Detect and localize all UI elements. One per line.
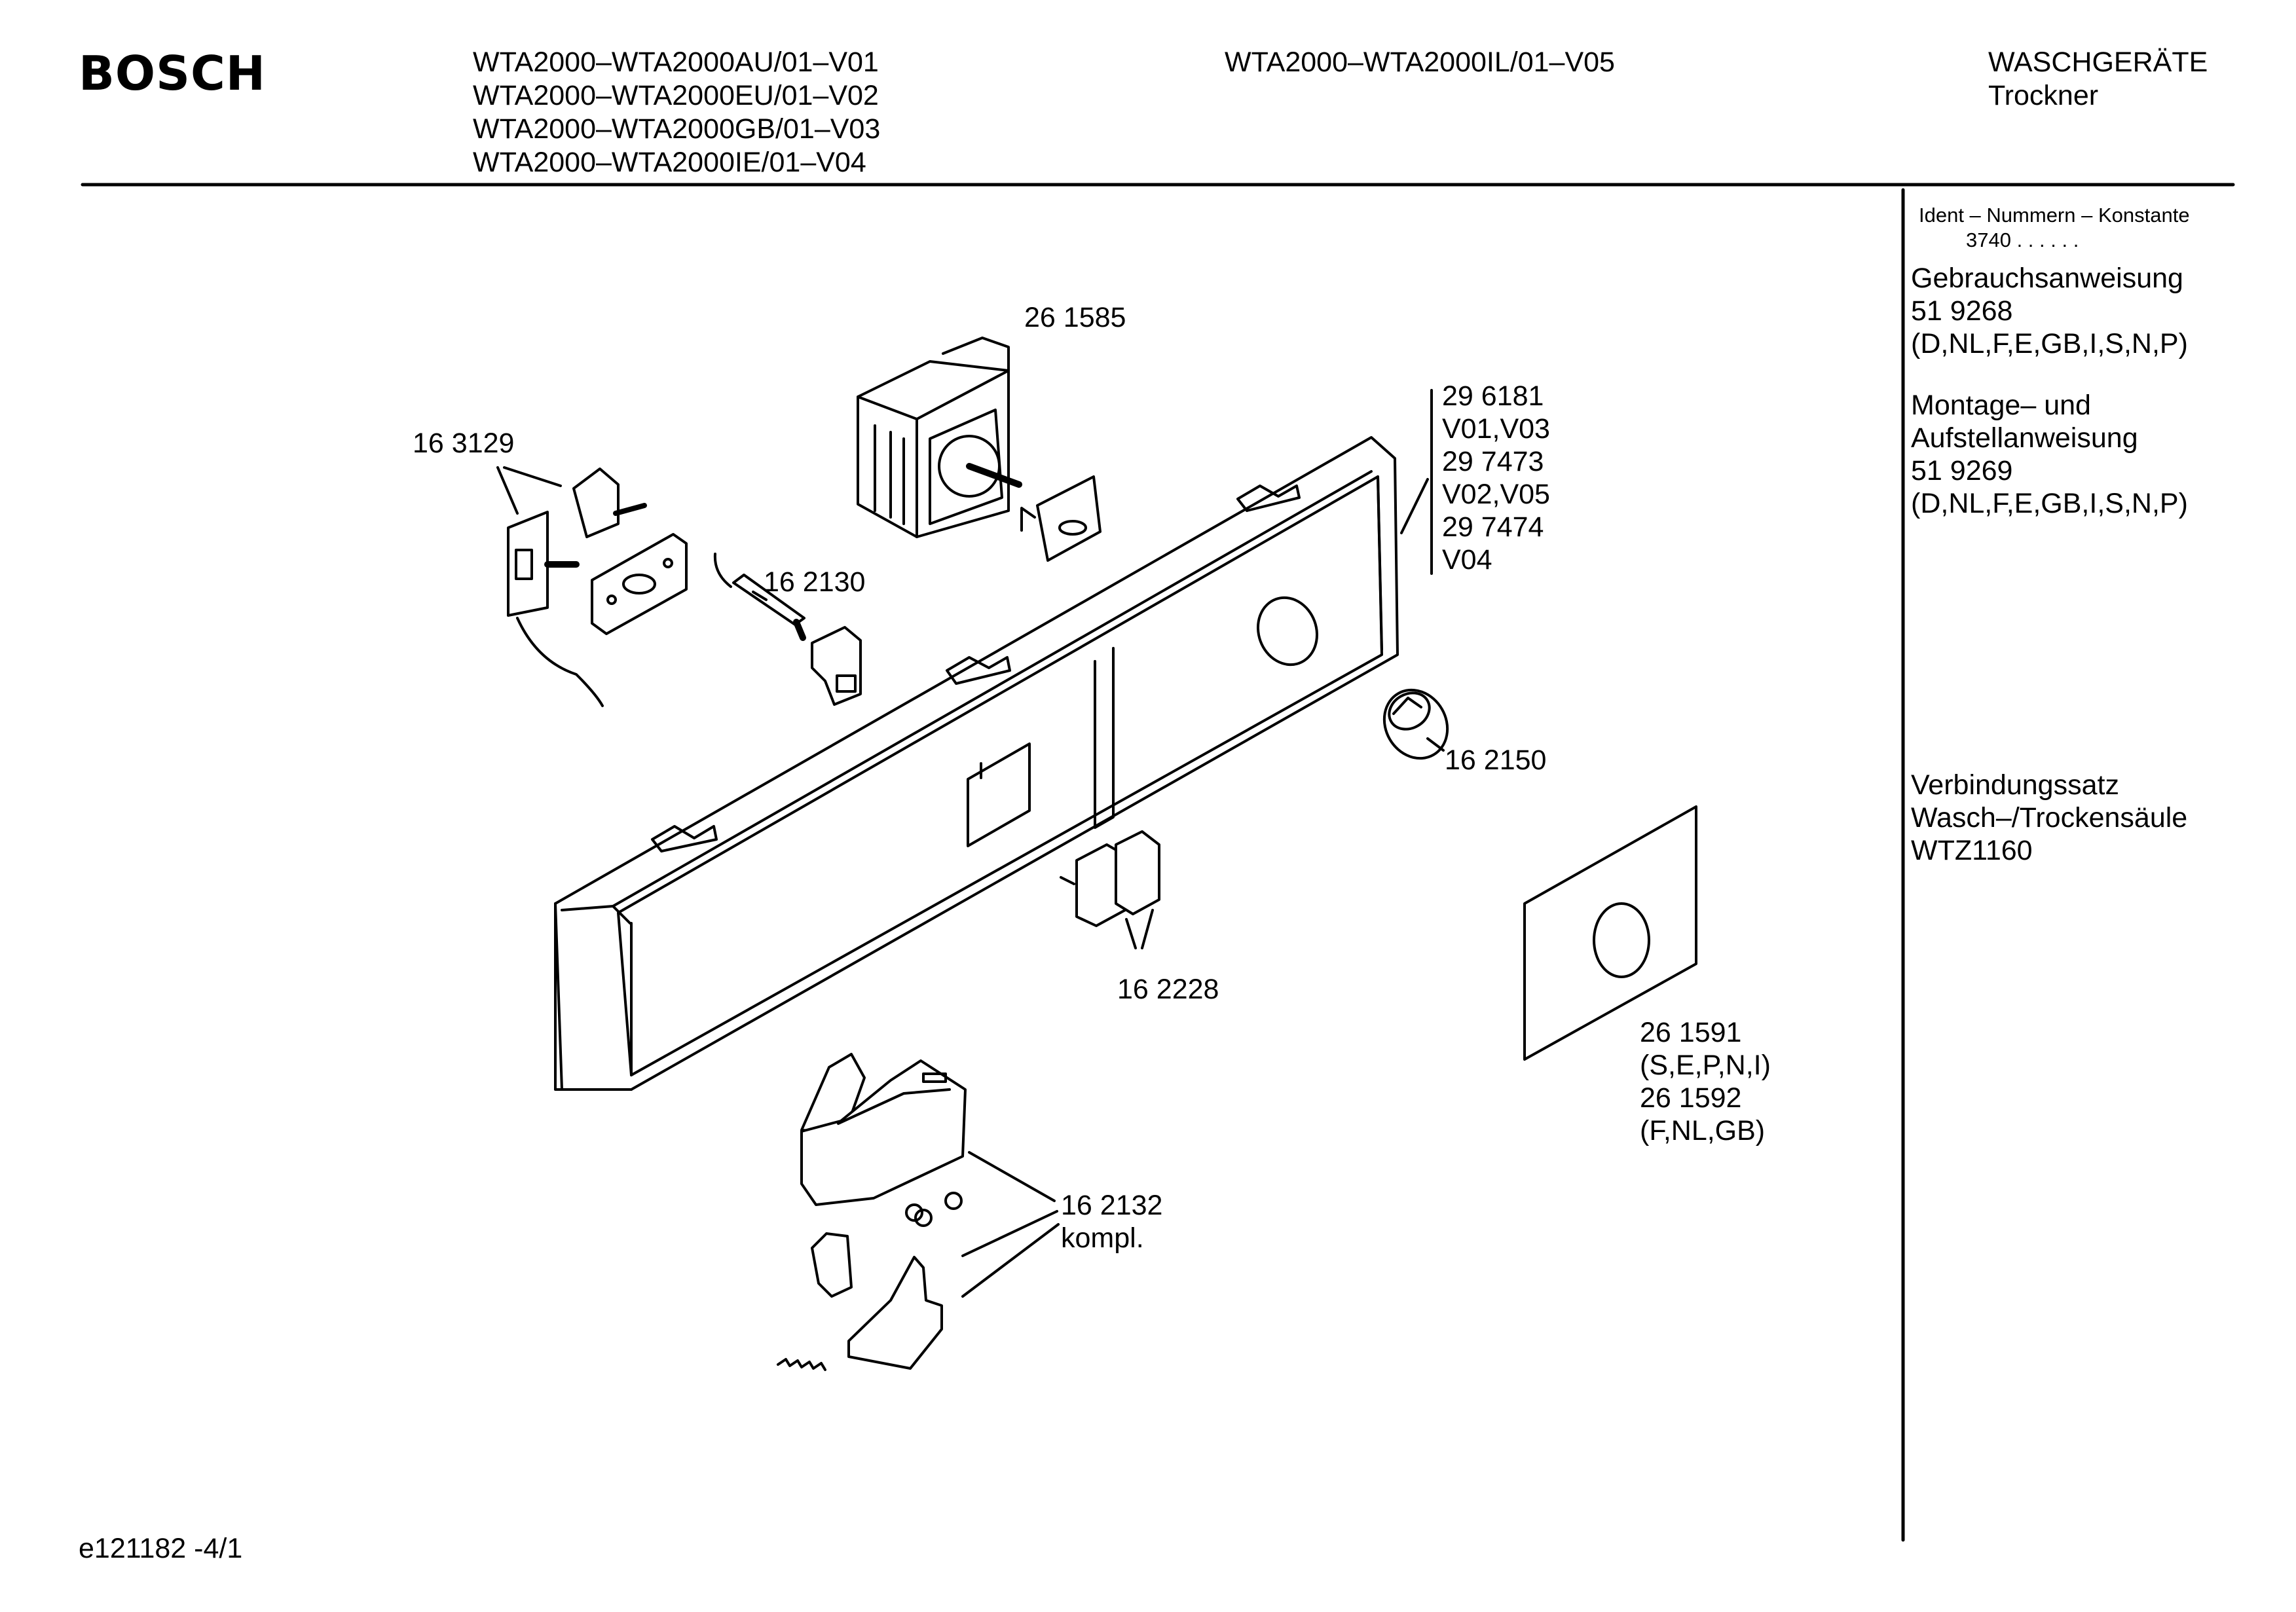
category-block: WASCHGERÄTE Trockner — [1988, 46, 2208, 113]
label-panel-2: 29 7473 — [1442, 446, 1544, 477]
label-door-lock: 16 2132 kompl. — [1061, 1189, 1162, 1255]
manual-title: Gebrauchsanweisung — [1911, 263, 2183, 294]
brand-logo: BOSCH — [79, 46, 267, 101]
kit-block: Verbindungssatz Wasch–/Trockensäule WTZ1… — [1911, 769, 2187, 867]
label-plate-list: 26 1591 (S,E,P,N,I) 26 1592 (F,NL,GB) — [1640, 1016, 1771, 1147]
install-title-line2: Aufstellanweisung — [1911, 422, 2138, 454]
label-door-lock-number: 16 2132 — [1061, 1190, 1163, 1221]
label-door-lock-note: kompl. — [1061, 1222, 1144, 1254]
label-panel-3: 29 7474 — [1442, 511, 1544, 543]
model-line: WTA2000–WTA2000IE/01–V04 — [473, 147, 866, 178]
install-number: 51 9269 — [1911, 455, 2013, 486]
mounting-plate — [591, 533, 688, 635]
drawing-id: e121182 -4/1 — [79, 1533, 243, 1564]
timer-bracket — [1020, 475, 1102, 562]
manual-block: Gebrauchsanweisung 51 9268 (D,NL,F,E,GB,… — [1911, 262, 2188, 360]
door-lock-part — [777, 1053, 1060, 1371]
label-panel-2-variant: V02,V05 — [1442, 479, 1550, 510]
install-title-line1: Montage– und — [1911, 390, 2091, 421]
manual-number: 51 9268 — [1911, 295, 2013, 327]
label-panel-1: 29 6181 — [1442, 380, 1544, 412]
timer-part — [857, 337, 1022, 538]
model-line: WTA2000–WTA2000AU/01–V01 — [473, 46, 879, 78]
control-panel — [554, 389, 1433, 1091]
label-timer: 26 1585 — [1024, 302, 1126, 333]
ident-title: Ident – Nummern – Konstante — [1919, 204, 2190, 227]
category-title: WASCHGERÄTE — [1988, 46, 2208, 78]
category-subtitle: Trockner — [1988, 80, 2099, 111]
label-plate-1: 26 1591 — [1640, 1017, 1742, 1048]
label-knob: 16 2150 — [1445, 744, 1547, 776]
kit-title-line2: Wasch–/Trockensäule — [1911, 802, 2188, 833]
sensor-switch-part — [496, 466, 647, 707]
ident-value: 3740 . . . . . . — [1966, 229, 2079, 251]
label-plate-1-languages: (S,E,P,N,I) — [1640, 1050, 1771, 1081]
label-panel-list: 29 6181 V01,V03 29 7473 V02,V05 29 7474 … — [1442, 380, 1550, 576]
model-line: WTA2000–WTA2000GB/01–V03 — [473, 113, 881, 145]
ident-block: Ident – Nummern – Konstante 3740 . . . .… — [1919, 203, 2190, 253]
label-sensor-switch: 16 3129 — [413, 428, 515, 459]
label-panel-1-variant: V01,V03 — [1442, 413, 1550, 445]
kit-title-line1: Verbindungssatz — [1911, 769, 2119, 801]
push-buttons-part — [1060, 830, 1160, 949]
model-line: WTA2000–WTA2000EU/01–V02 — [473, 80, 879, 111]
label-plate-2: 26 1592 — [1640, 1082, 1742, 1114]
kit-number: WTZ1160 — [1911, 835, 2033, 866]
manual-languages: (D,NL,F,E,GB,I,S,N,P) — [1911, 328, 2188, 359]
model-list-1: WTA2000–WTA2000AU/01–V01 WTA2000–WTA2000… — [473, 46, 880, 179]
knob-part — [1382, 688, 1449, 760]
label-thermistor: 16 2130 — [764, 566, 866, 598]
language-plate — [1523, 805, 1697, 1061]
label-plate-2-languages: (F,NL,GB) — [1640, 1115, 1766, 1146]
label-push-buttons: 16 2228 — [1117, 974, 1219, 1005]
model-line: WTA2000–WTA2000IL/01–V05 — [1225, 46, 1615, 78]
thermistor-part — [713, 553, 862, 706]
label-panel-3-variant: V04 — [1442, 544, 1492, 576]
model-list-2: WTA2000–WTA2000IL/01–V05 — [1225, 46, 1615, 79]
install-block: Montage– und Aufstellanweisung 51 9269 (… — [1911, 389, 2188, 520]
install-languages: (D,NL,F,E,GB,I,S,N,P) — [1911, 488, 2188, 519]
